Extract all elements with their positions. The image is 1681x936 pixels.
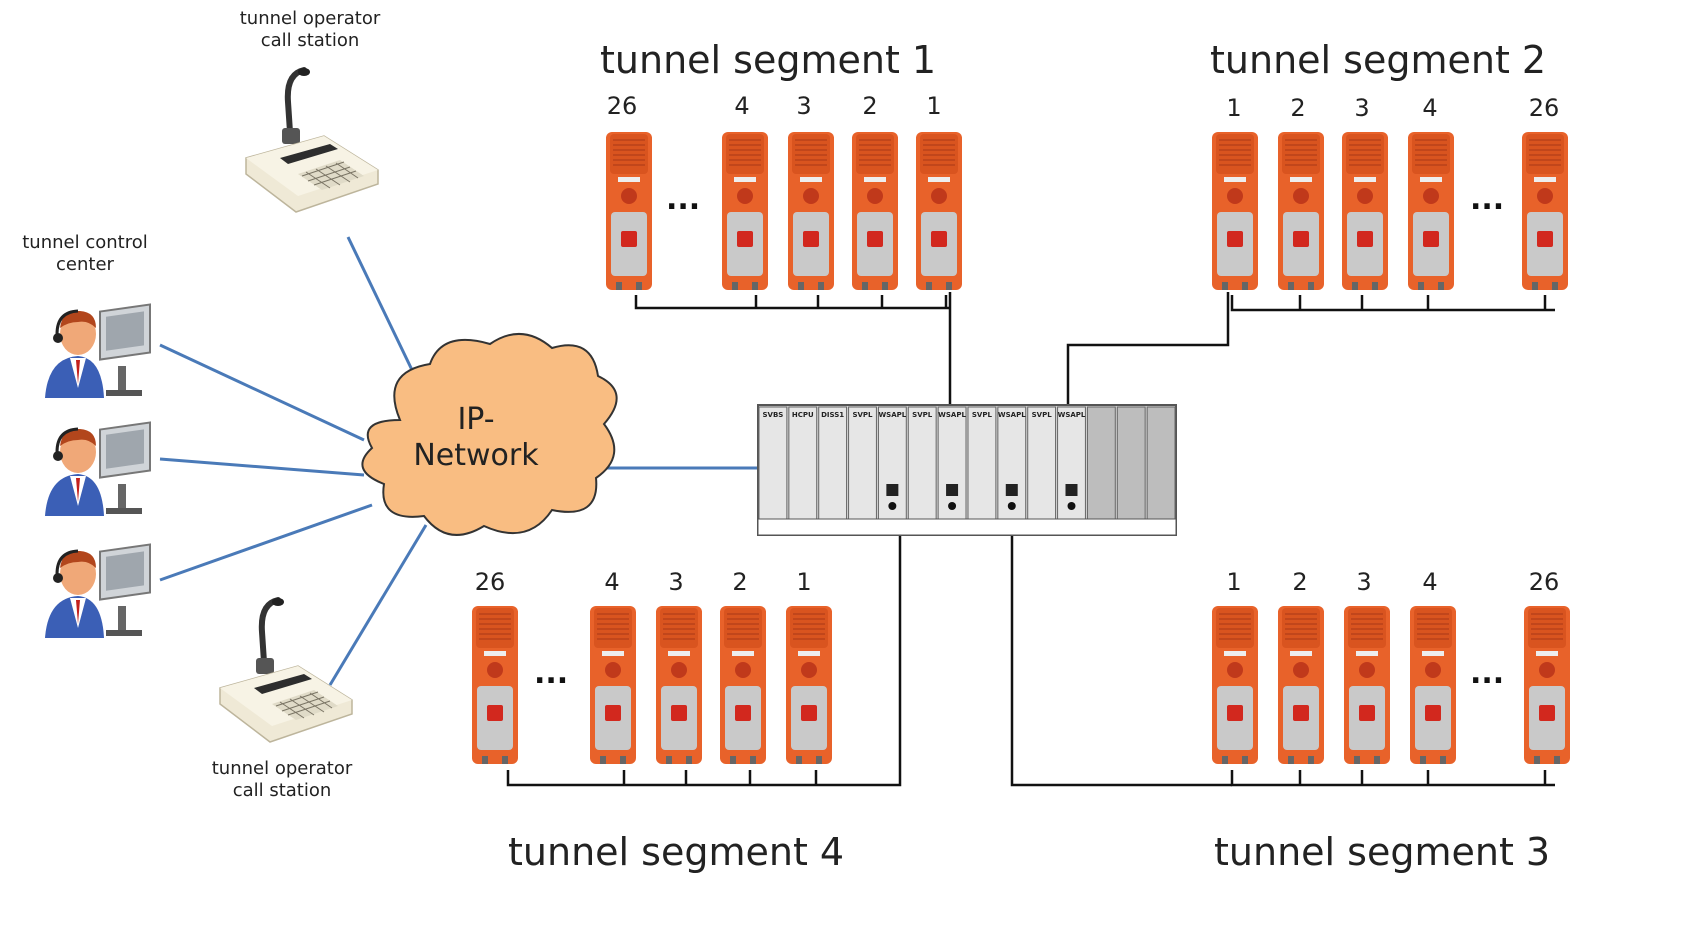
segment-3-title: tunnel segment 3 (1214, 830, 1551, 874)
rack-module (877, 406, 907, 520)
status-led (1067, 502, 1076, 510)
rack-module (1086, 406, 1116, 520)
network-links (159, 236, 758, 686)
rack-module-label: WSAPL (998, 411, 1026, 419)
segment-4-phones (471, 605, 833, 765)
rack-module (818, 406, 848, 520)
rack-module-label: WSAPL (1058, 411, 1086, 419)
ethernet-port (946, 484, 959, 496)
status-led (1007, 502, 1016, 510)
label-call-station-bottom: tunnel operator call station (211, 758, 353, 801)
rack-module-label: SVPL (972, 411, 993, 419)
s1-number: 3 (796, 92, 812, 120)
ethernet-port (886, 484, 899, 496)
rack-module-label: DISS1 (821, 411, 844, 419)
s3-number: 2 (1292, 568, 1308, 596)
rack-module-label: HCPU (792, 411, 814, 419)
s2-number: 3 (1354, 94, 1370, 122)
rack-module (848, 406, 877, 520)
rack-module (967, 406, 997, 520)
segment-1-title: tunnel segment 1 (600, 38, 937, 82)
s1-number: 2 (862, 92, 878, 120)
rack-module (1057, 406, 1086, 520)
segment-1-phones (605, 131, 963, 291)
segment-3-phones (1211, 605, 1571, 765)
s3-number: 1 (1226, 568, 1242, 596)
s2-ellipsis: ... (1470, 182, 1505, 217)
s1-number: 1 (926, 92, 942, 120)
rack-module (1027, 406, 1057, 520)
rack-module-label: SVPL (912, 411, 933, 419)
rack-module (907, 406, 937, 520)
s4-number: 1 (796, 568, 812, 596)
s2-number: 2 (1290, 94, 1306, 122)
segment-4-title: tunnel segment 4 (508, 830, 845, 874)
control-center-operators (43, 303, 152, 640)
rack-module-label: SVBS (763, 411, 784, 419)
s3-number: 26 (1528, 568, 1560, 596)
rack-module (758, 406, 788, 520)
s3-ellipsis: ... (1470, 656, 1505, 691)
s4-number: 3 (668, 568, 684, 596)
s2-number: 26 (1528, 94, 1560, 122)
s4-number: 4 (604, 568, 620, 596)
wiring (506, 292, 1555, 787)
s1-number: 4 (734, 92, 750, 120)
rack-module-label: SVPL (852, 411, 873, 419)
rack-module-label: WSAPL (878, 411, 906, 419)
rack-module (788, 406, 818, 520)
rack-module-label: SVPL (1032, 411, 1053, 419)
call-station-bottom (220, 598, 352, 742)
label-control-center: tunnel control center (22, 232, 148, 275)
s1-ellipsis: ... (666, 182, 701, 217)
status-led (948, 502, 957, 510)
ip-network-cloud (361, 332, 618, 536)
rack-module-label: WSAPL (938, 411, 966, 419)
rack-module (997, 406, 1027, 520)
segment-2-title: tunnel segment 2 (1210, 38, 1547, 82)
ethernet-port (1005, 484, 1018, 496)
s2-number: 4 (1422, 94, 1438, 122)
s3-number: 4 (1422, 568, 1438, 596)
label-call-station-top: tunnel operator call station (239, 8, 381, 51)
ethernet-port (1065, 484, 1078, 496)
status-led (888, 502, 897, 510)
rack-module (1116, 406, 1146, 520)
s1-number: 26 (606, 92, 638, 120)
s4-ellipsis: ... (534, 656, 569, 691)
s3-number: 3 (1356, 568, 1372, 596)
s4-number: 2 (732, 568, 748, 596)
ip-network-label: IP- Network (413, 402, 539, 473)
switching-rack: SVBS1HCPU2DISS13SVPL4WSAPL5SVPL6WSAPL7SV… (757, 404, 1177, 536)
s2-number: 1 (1226, 94, 1242, 122)
call-station-top (246, 68, 378, 212)
segment-2-phones (1211, 131, 1569, 291)
rack-module (1146, 406, 1176, 520)
s4-number: 26 (474, 568, 506, 596)
